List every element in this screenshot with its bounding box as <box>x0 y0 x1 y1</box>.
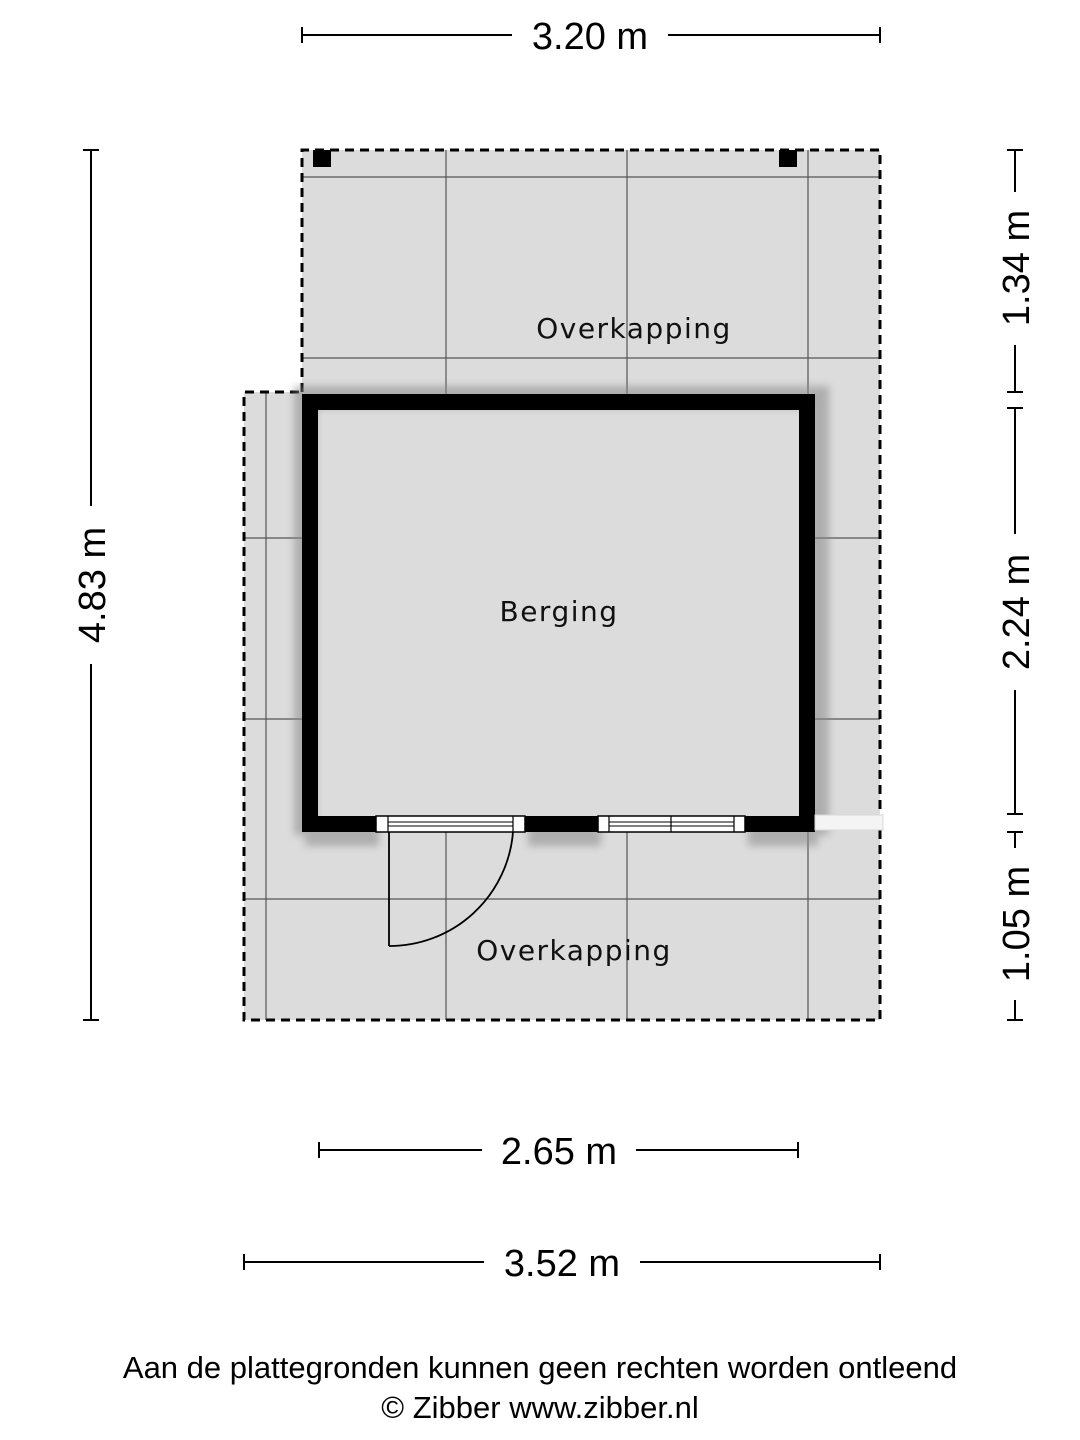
dimension-total-width-label: 3.52 m <box>504 1243 620 1285</box>
dimension-inner-width <box>318 1142 799 1158</box>
dimension-left-label: 4.83 m <box>72 527 114 643</box>
dimension-room-depth-label: 2.24 m <box>996 554 1038 670</box>
copyright-text: © Zibber www.zibber.nl <box>381 1390 699 1425</box>
window <box>597 815 746 833</box>
dimension-total-width <box>243 1254 881 1270</box>
canopy-area <box>244 150 880 1020</box>
label-canopy-top: Overkapping <box>536 312 732 345</box>
dimension-top-label: 3.20 m <box>532 16 648 58</box>
canopy-outline <box>242 148 882 1022</box>
door <box>375 815 526 947</box>
dimension-inner-width-label: 2.65 m <box>501 1131 617 1173</box>
post-left <box>313 150 331 167</box>
disclaimer-text: Aan de plattegronden kunnen geen rechten… <box>122 1350 958 1385</box>
dimension-left <box>83 149 99 1021</box>
dimension-right <box>1007 149 1023 1021</box>
low-wall <box>814 814 884 831</box>
label-storage: Berging <box>499 595 618 628</box>
label-canopy-bottom: Overkapping <box>476 934 672 967</box>
dimension-rear-canopy-label: 1.05 m <box>996 866 1038 982</box>
post-right <box>779 150 797 167</box>
dimension-front-canopy-label: 1.34 m <box>996 210 1038 326</box>
dimension-top <box>301 27 881 43</box>
shed-walls <box>294 386 829 846</box>
